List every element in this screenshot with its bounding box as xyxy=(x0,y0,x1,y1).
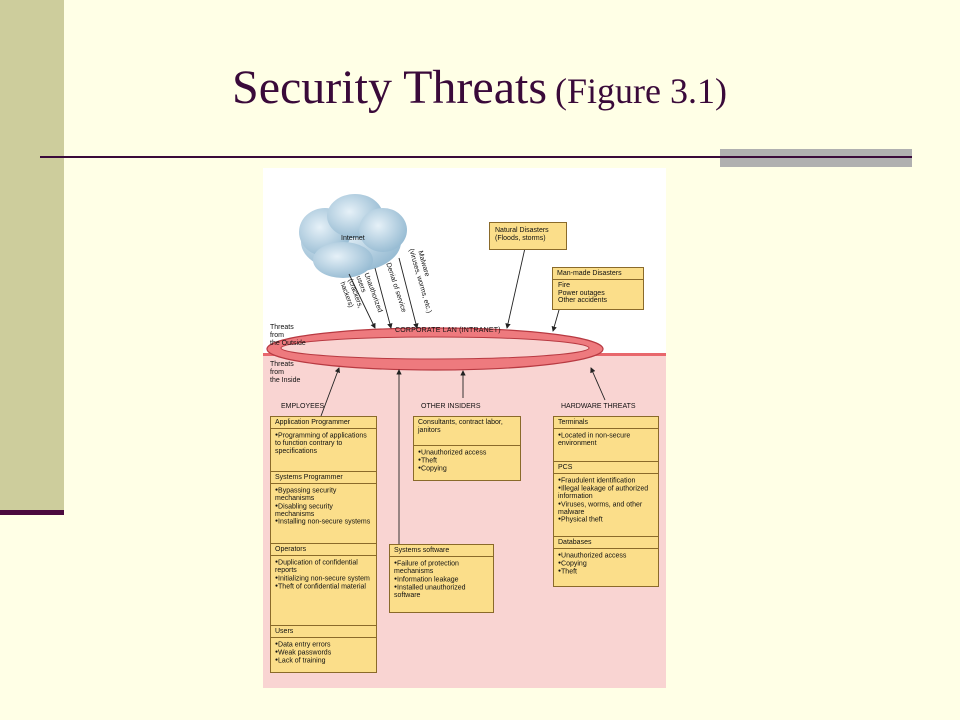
other-insiders-label: OTHER INSIDERS xyxy=(421,403,481,410)
operators-item: Theft of confidential material xyxy=(275,583,372,591)
internet-cloud-icon xyxy=(299,194,407,278)
manmade-item: Other accidents xyxy=(558,297,608,304)
users-item: Weak passwords xyxy=(275,649,372,657)
slide-title-main: Security Threats xyxy=(232,61,548,114)
databases-title: Databases xyxy=(554,536,658,549)
databases-item: Copying xyxy=(558,560,654,568)
outside-label-1: Threats xyxy=(270,324,294,331)
outside-label-3: the Outside xyxy=(270,340,306,347)
other-insiders-box: Consultants, contract labor, janitors Un… xyxy=(413,416,521,481)
pcs-item: Fraudulent identification xyxy=(558,477,654,485)
title-rule-accent xyxy=(720,149,912,167)
internet-label: Internet xyxy=(341,235,365,242)
other-insiders-item: Copying xyxy=(418,465,516,473)
arrow-hardware xyxy=(590,367,606,401)
systems-software-item: Failure of protection mechanisms xyxy=(394,560,489,576)
pcs-item: Viruses, worms, and other malware xyxy=(558,501,654,517)
systems-software-title: Systems software xyxy=(390,545,493,557)
arrow-unauthorized xyxy=(348,273,376,329)
other-insiders-item: Unauthorized access xyxy=(418,449,516,457)
natural-disasters-box: Natural Disasters (Floods, storms) xyxy=(489,222,567,250)
operators-item: Duplication of confidential reports xyxy=(275,559,372,575)
diagram-graphics xyxy=(266,194,606,544)
left-accent-bar xyxy=(0,0,64,513)
arrow-dos xyxy=(374,267,393,329)
terminals-item: Located in non-secure environment xyxy=(558,432,654,448)
users-title: Users xyxy=(271,625,376,638)
pcs-title: PCS xyxy=(554,461,658,474)
natural-disasters-sub: (Floods, storms) xyxy=(495,235,546,242)
sys-programmer-title: Systems Programmer xyxy=(271,471,376,484)
manmade-disasters-title: Man-made Disasters xyxy=(553,268,643,280)
users-item: Lack of training xyxy=(275,657,372,665)
sys-programmer-item: Bypassing security mechanisms xyxy=(275,487,372,503)
arrow-natural xyxy=(505,247,526,329)
manmade-disasters-box: Man-made Disasters Fire Power outages Ot… xyxy=(552,267,644,310)
employees-box: Application Programmer Programming of ap… xyxy=(270,416,377,673)
users-item: Data entry errors xyxy=(275,641,372,649)
other-insiders-title: Consultants, contract labor, janitors xyxy=(414,417,520,446)
security-threats-figure: Internet CORPORATE LAN (INTRANET) Threat… xyxy=(263,168,666,688)
arrow-malware xyxy=(398,257,419,329)
left-accent-line xyxy=(0,510,64,515)
inside-label-2: from xyxy=(270,369,284,376)
sys-programmer-item: Installing non-secure systems xyxy=(275,518,372,526)
app-programmer-title: Application Programmer xyxy=(271,417,376,429)
operators-title: Operators xyxy=(271,543,376,556)
slide-title: Security Threats (Figure 3.1) xyxy=(232,64,727,112)
operators-item: Initializing non-secure system xyxy=(275,575,372,583)
systems-software-box: Systems software Failure of protection m… xyxy=(389,544,494,613)
databases-item: Theft xyxy=(558,568,654,576)
manmade-item: Power outages xyxy=(558,289,605,297)
natural-disasters-title: Natural Disasters xyxy=(495,227,549,234)
pcs-item: Physical theft xyxy=(558,516,654,524)
databases-item: Unauthorized access xyxy=(558,552,654,560)
title-rule xyxy=(40,156,910,158)
systems-software-item: Information leakage xyxy=(394,576,489,584)
arrow-employees xyxy=(320,367,340,417)
employees-label: EMPLOYEES xyxy=(281,403,325,410)
slide-title-sub: (Figure 3.1) xyxy=(555,71,727,111)
hardware-threats-label: HARDWARE THREATS xyxy=(561,403,636,410)
lan-label: CORPORATE LAN (INTRANET) xyxy=(395,327,501,334)
app-programmer-item: Programming of applications to function … xyxy=(275,432,372,455)
inside-label-3: the Inside xyxy=(270,377,301,384)
terminals-title: Terminals xyxy=(554,417,658,429)
outside-label-2: from xyxy=(270,332,284,339)
pcs-item: Illegal leakage of authorized informatio… xyxy=(558,485,654,501)
hardware-box: Terminals Located in non-secure environm… xyxy=(553,416,659,587)
inside-label-1: Threats xyxy=(270,361,294,368)
systems-software-item: Installed unauthorized software xyxy=(394,584,489,600)
manmade-item: Fire xyxy=(558,282,571,289)
other-insiders-item: Theft xyxy=(418,457,516,465)
sys-programmer-item: Disabling security mechanisms xyxy=(275,503,372,519)
